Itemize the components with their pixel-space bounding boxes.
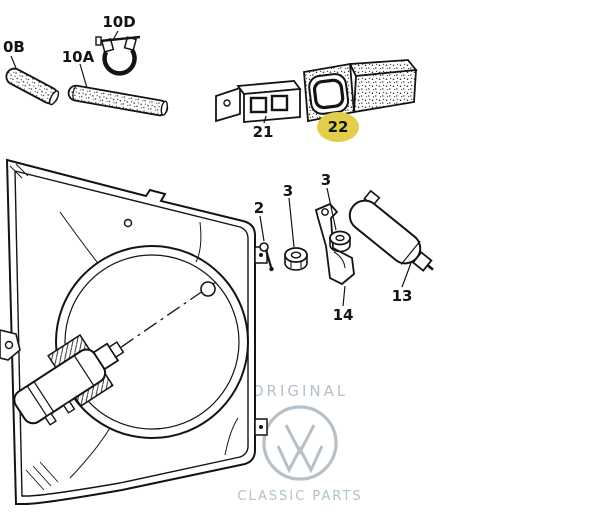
part-21-drawing	[215, 80, 302, 123]
screw-2-drawing	[259, 242, 274, 272]
part-22-drawing	[303, 59, 418, 123]
nut-3a-drawing	[284, 247, 308, 271]
part-label-10a: 10A	[62, 48, 95, 66]
watermark: ORIGINAL CLASSIC PARTS	[237, 382, 362, 504]
shaft-hole-circle	[200, 281, 216, 297]
edge-bracket-drawing	[0, 329, 21, 361]
part-label-10d: 10D	[102, 13, 135, 31]
part-label-14: 14	[333, 306, 354, 324]
bracket-14-drawing	[314, 202, 355, 286]
nut-3b-drawing	[329, 230, 351, 253]
part-22-highlight	[317, 112, 359, 142]
part-label-10b: 0B	[3, 38, 25, 56]
part-label-13: 13	[392, 287, 413, 305]
fan-shroud-drawing	[5, 158, 268, 505]
hose-10a-drawing	[67, 84, 169, 117]
part-label-3b: 3	[321, 171, 331, 189]
watermark-original-text: ORIGINAL	[252, 382, 349, 400]
watermark-classic-parts-text: CLASSIC PARTS	[237, 489, 362, 504]
part-label-2: 2	[254, 199, 264, 217]
part-label-22: 22	[328, 118, 349, 136]
part-label-21: 21	[253, 123, 274, 141]
assembly-axis-line	[97, 281, 217, 364]
fan-motor-drawing	[13, 333, 125, 426]
part-label-3a: 3	[283, 182, 293, 200]
clamp-10d-drawing	[95, 35, 141, 76]
cylinder-13-drawing	[348, 189, 434, 272]
vw-logo-icon	[262, 405, 338, 481]
hose-10b-drawing	[5, 67, 60, 106]
leader-lines	[10, 30, 412, 307]
